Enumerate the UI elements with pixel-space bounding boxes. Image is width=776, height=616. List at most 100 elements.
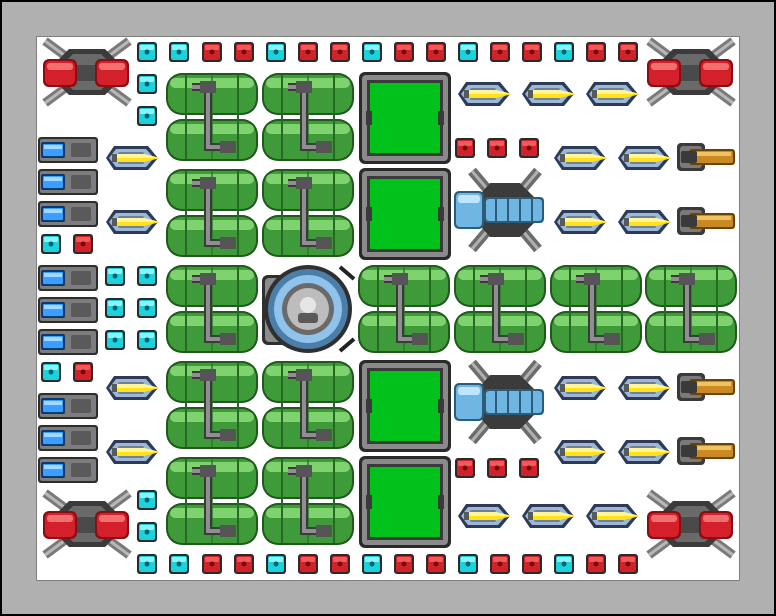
cyan-armor-block-icon[interactable]	[136, 329, 158, 351]
red-armor-block-icon[interactable]	[393, 41, 415, 63]
red-armor-block-icon[interactable]	[297, 41, 319, 63]
red-armor-block-icon[interactable]	[518, 457, 540, 479]
blue-battery-icon[interactable]	[37, 135, 99, 165]
yellow-missile-icon[interactable]	[612, 371, 676, 405]
red-armor-block-icon[interactable]	[454, 457, 476, 479]
cyan-armor-block-icon[interactable]	[265, 553, 287, 575]
red-thruster-icon[interactable]	[39, 37, 135, 107]
red-armor-block-icon[interactable]	[518, 137, 540, 159]
red-armor-block-icon[interactable]	[521, 41, 543, 63]
blue-cannon-turret-icon[interactable]	[452, 167, 544, 253]
cockpit-dome-icon[interactable]	[260, 261, 356, 357]
cyan-armor-block-icon[interactable]	[104, 265, 126, 287]
red-armor-block-icon[interactable]	[201, 41, 223, 63]
green-fuel-tank-icon[interactable]	[548, 261, 644, 357]
blue-battery-icon[interactable]	[37, 263, 99, 293]
yellow-missile-icon[interactable]	[548, 141, 612, 175]
yellow-missile-icon[interactable]	[452, 77, 516, 111]
red-armor-block-icon[interactable]	[72, 233, 94, 255]
yellow-missile-icon[interactable]	[100, 141, 164, 175]
cyan-armor-block-icon[interactable]	[457, 41, 479, 63]
cyan-armor-block-icon[interactable]	[40, 233, 62, 255]
orange-gun-turret-icon[interactable]	[675, 201, 737, 241]
red-armor-block-icon[interactable]	[425, 41, 447, 63]
green-fuel-tank-icon[interactable]	[164, 357, 260, 453]
yellow-missile-icon[interactable]	[580, 77, 644, 111]
yellow-missile-icon[interactable]	[100, 371, 164, 405]
green-fuel-tank-icon[interactable]	[260, 453, 356, 549]
red-thruster-icon[interactable]	[643, 37, 739, 107]
red-armor-block-icon[interactable]	[617, 41, 639, 63]
cyan-armor-block-icon[interactable]	[136, 73, 158, 95]
red-armor-block-icon[interactable]	[233, 553, 255, 575]
cyan-armor-block-icon[interactable]	[457, 553, 479, 575]
red-armor-block-icon[interactable]	[521, 553, 543, 575]
red-armor-block-icon[interactable]	[454, 137, 476, 159]
cyan-armor-block-icon[interactable]	[136, 41, 158, 63]
red-armor-block-icon[interactable]	[297, 553, 319, 575]
cyan-armor-block-icon[interactable]	[136, 297, 158, 319]
green-fuel-tank-icon[interactable]	[164, 69, 260, 165]
blue-battery-icon[interactable]	[37, 391, 99, 421]
red-armor-block-icon[interactable]	[617, 553, 639, 575]
cyan-armor-block-icon[interactable]	[136, 265, 158, 287]
cyan-armor-block-icon[interactable]	[168, 41, 190, 63]
red-armor-block-icon[interactable]	[233, 41, 255, 63]
yellow-missile-icon[interactable]	[100, 205, 164, 239]
cyan-armor-block-icon[interactable]	[553, 41, 575, 63]
blue-battery-icon[interactable]	[37, 327, 99, 357]
yellow-missile-icon[interactable]	[100, 435, 164, 469]
green-screen-console-icon[interactable]	[358, 455, 452, 549]
blue-battery-icon[interactable]	[37, 295, 99, 325]
blue-battery-icon[interactable]	[37, 199, 99, 229]
red-thruster-icon[interactable]	[39, 489, 135, 559]
orange-gun-turret-icon[interactable]	[675, 367, 737, 407]
red-armor-block-icon[interactable]	[585, 41, 607, 63]
red-armor-block-icon[interactable]	[486, 137, 508, 159]
red-armor-block-icon[interactable]	[585, 553, 607, 575]
red-armor-block-icon[interactable]	[201, 553, 223, 575]
green-fuel-tank-icon[interactable]	[643, 261, 739, 357]
yellow-missile-icon[interactable]	[452, 499, 516, 533]
yellow-missile-icon[interactable]	[548, 205, 612, 239]
red-armor-block-icon[interactable]	[393, 553, 415, 575]
cyan-armor-block-icon[interactable]	[104, 329, 126, 351]
green-fuel-tank-icon[interactable]	[260, 165, 356, 261]
orange-gun-turret-icon[interactable]	[675, 137, 737, 177]
cyan-armor-block-icon[interactable]	[104, 297, 126, 319]
cyan-armor-block-icon[interactable]	[136, 553, 158, 575]
cyan-armor-block-icon[interactable]	[136, 105, 158, 127]
red-armor-block-icon[interactable]	[425, 553, 447, 575]
yellow-missile-icon[interactable]	[580, 499, 644, 533]
ship-blueprint-board[interactable]	[36, 36, 740, 581]
green-fuel-tank-icon[interactable]	[164, 261, 260, 357]
yellow-missile-icon[interactable]	[516, 499, 580, 533]
yellow-missile-icon[interactable]	[612, 205, 676, 239]
yellow-missile-icon[interactable]	[548, 371, 612, 405]
green-fuel-tank-icon[interactable]	[164, 165, 260, 261]
cyan-armor-block-icon[interactable]	[553, 553, 575, 575]
green-fuel-tank-icon[interactable]	[260, 357, 356, 453]
green-fuel-tank-icon[interactable]	[164, 453, 260, 549]
green-fuel-tank-icon[interactable]	[356, 261, 452, 357]
blue-cannon-turret-icon[interactable]	[452, 359, 544, 445]
yellow-missile-icon[interactable]	[548, 435, 612, 469]
cyan-armor-block-icon[interactable]	[136, 489, 158, 511]
cyan-armor-block-icon[interactable]	[361, 553, 383, 575]
red-thruster-icon[interactable]	[643, 489, 739, 559]
yellow-missile-icon[interactable]	[612, 435, 676, 469]
green-screen-console-icon[interactable]	[358, 167, 452, 261]
red-armor-block-icon[interactable]	[489, 41, 511, 63]
cyan-armor-block-icon[interactable]	[136, 521, 158, 543]
green-fuel-tank-icon[interactable]	[260, 69, 356, 165]
yellow-missile-icon[interactable]	[516, 77, 580, 111]
cyan-armor-block-icon[interactable]	[168, 553, 190, 575]
yellow-missile-icon[interactable]	[612, 141, 676, 175]
green-fuel-tank-icon[interactable]	[452, 261, 548, 357]
blue-battery-icon[interactable]	[37, 455, 99, 485]
cyan-armor-block-icon[interactable]	[40, 361, 62, 383]
orange-gun-turret-icon[interactable]	[675, 431, 737, 471]
green-screen-console-icon[interactable]	[358, 71, 452, 165]
red-armor-block-icon[interactable]	[486, 457, 508, 479]
red-armor-block-icon[interactable]	[72, 361, 94, 383]
